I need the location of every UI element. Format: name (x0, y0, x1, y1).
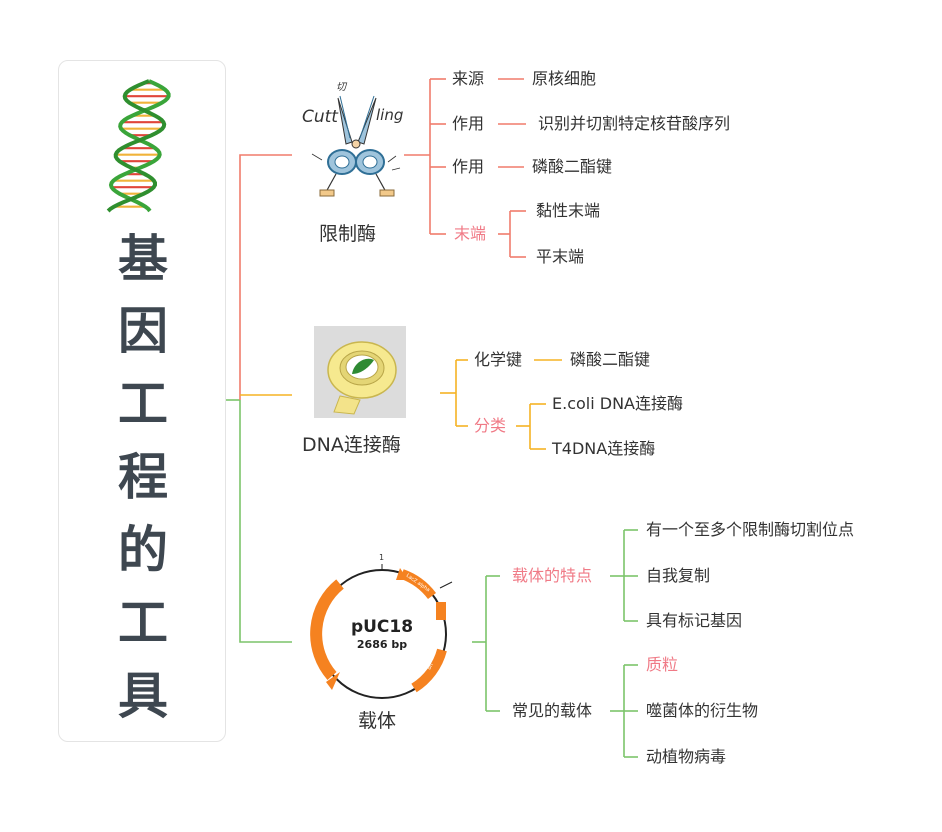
branch-connector-restriction (239, 154, 292, 400)
title-char-4: 程 (118, 448, 168, 506)
scissors-illustration: 切 Cutt ling (302, 81, 403, 197)
node-common-key: 常见的载体 (512, 701, 593, 720)
plasmid-map-illustration: 1 Ampicillin LacZ alpha ori pUC18 2686 b… (310, 553, 453, 699)
node-role2-key: 作用 (452, 157, 485, 176)
plasmid-label-ampicillin: Ampicillin (325, 618, 337, 648)
dna-helix-icon (106, 79, 171, 213)
node-feature-3: 具有标记基因 (646, 611, 743, 630)
title-char-1: 基 (118, 230, 168, 288)
node-class-value-ecoli: E.coli DNA连接酶 (552, 394, 683, 413)
scissors-text-left: Cutt (302, 107, 339, 127)
branch-label-ligase: DNA连接酶 (302, 434, 401, 456)
branch-label-restriction: 限制酶 (319, 223, 377, 245)
node-class-key: 分类 (474, 416, 507, 435)
node-end-value-sticky: 黏性末端 (536, 201, 601, 220)
plasmid-label-ori: ori (427, 662, 435, 671)
scissors-text-top: 切 (336, 81, 348, 93)
node-end-key: 末端 (454, 224, 487, 243)
node-common-2: 噬菌体的衍生物 (646, 701, 759, 720)
title-card: 基 因 工 程 的 工 具 (58, 60, 226, 742)
node-feature-1: 有一个至多个限制酶切割位点 (646, 520, 855, 539)
node-role1-value: 识别并切割特定核苷酸序列 (538, 114, 731, 133)
title-char-7: 具 (118, 667, 168, 725)
helix-strand (106, 79, 167, 213)
scissors-text-right: ling (376, 106, 403, 124)
node-source-key: 来源 (452, 69, 485, 88)
node-feature-2: 自我复制 (646, 566, 711, 585)
node-bond-key: 化学键 (474, 350, 523, 369)
node-features-key: 载体的特点 (512, 566, 593, 585)
branch-connector-vector (239, 400, 292, 643)
node-role1-key: 作用 (452, 114, 485, 133)
node-class-value-t4: T4DNA连接酶 (552, 439, 656, 458)
title-char-5: 的 (118, 521, 168, 579)
title-char-6: 工 (118, 594, 168, 652)
plasmid-size: 2686 bp (357, 638, 407, 651)
title-char-2: 因 (118, 302, 168, 360)
branch-label-vector: 载体 (358, 710, 397, 732)
node-source-value: 原核细胞 (532, 69, 597, 88)
node-common-1: 质粒 (646, 655, 679, 674)
node-end-value-blunt: 平末端 (536, 247, 585, 266)
plasmid-origin-mark: 1 (379, 553, 384, 562)
node-common-3: 动植物病毒 (646, 747, 727, 766)
node-bond-value: 磷酸二酯键 (570, 350, 651, 369)
plasmid-name: pUC18 (351, 617, 413, 637)
title-char-3: 工 (118, 375, 168, 433)
tape-roll-illustration (314, 326, 406, 418)
node-role2-value: 磷酸二酯键 (532, 157, 613, 176)
helix-strand (108, 79, 171, 213)
